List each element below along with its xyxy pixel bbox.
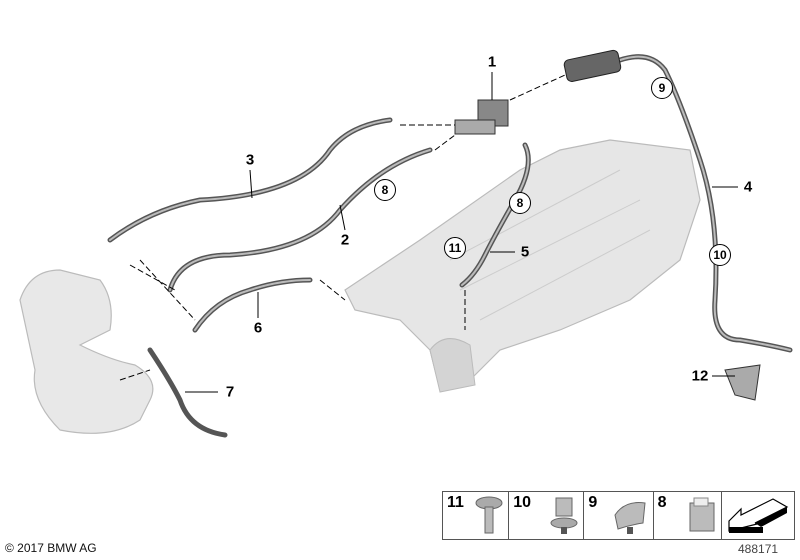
bracket-clip-icon bbox=[689, 497, 715, 532]
copyright: © 2017 BMW AG bbox=[5, 541, 97, 555]
callout-4: 4 bbox=[743, 178, 753, 196]
screw-icon bbox=[475, 496, 503, 534]
legend-item-arrow bbox=[722, 492, 794, 539]
legend-item-10: 10 bbox=[509, 492, 585, 539]
callout-6: 6 bbox=[253, 319, 263, 337]
legend-item-8: 8 bbox=[654, 492, 722, 539]
circled-callout-10: 10 bbox=[709, 244, 731, 266]
hose-6 bbox=[192, 277, 313, 333]
circled-callout-8: 8 bbox=[374, 179, 396, 201]
callout-7: 7 bbox=[225, 383, 235, 401]
circled-callout-9: 9 bbox=[651, 77, 673, 99]
canister bbox=[563, 49, 622, 82]
hose-clip-icon bbox=[614, 502, 646, 534]
circled-callout-8: 8 bbox=[509, 192, 531, 214]
callout-2: 2 bbox=[340, 231, 350, 249]
callout-3: 3 bbox=[245, 151, 255, 169]
legend-item-11: 11 bbox=[443, 492, 510, 539]
callout-12: 12 bbox=[691, 367, 709, 385]
direction-arrow-icon bbox=[728, 498, 789, 533]
image-number: 488171 bbox=[738, 542, 779, 556]
callout-5: 5 bbox=[520, 243, 530, 261]
hose-7 bbox=[147, 347, 228, 438]
air-duct bbox=[19, 269, 154, 434]
parts-legend: 11 10 9 8 bbox=[442, 491, 795, 540]
circled-callout-11: 11 bbox=[444, 237, 466, 259]
bracket-12 bbox=[724, 364, 761, 401]
legend-item-9: 9 bbox=[584, 492, 654, 539]
callout-1: 1 bbox=[487, 53, 497, 71]
clip-icon bbox=[550, 497, 578, 534]
hose-3 bbox=[107, 117, 393, 243]
intake-manifold bbox=[344, 139, 701, 391]
